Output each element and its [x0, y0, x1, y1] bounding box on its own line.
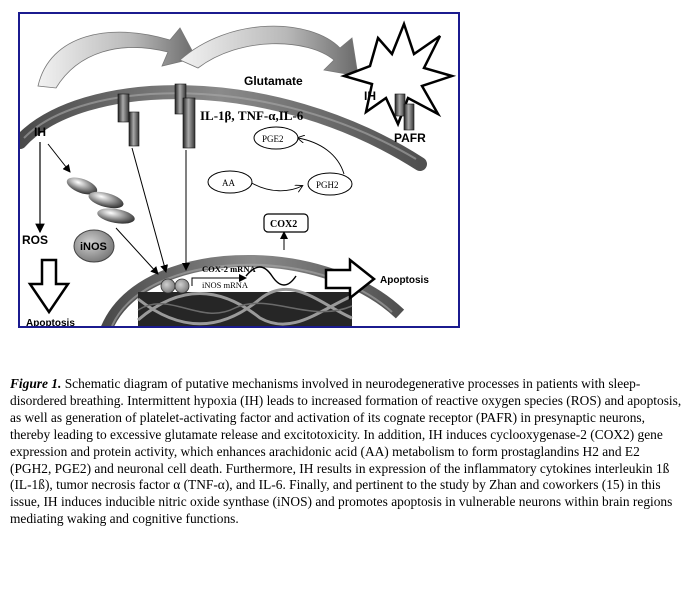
inos-mrna-label: iNOS mRNA [202, 280, 249, 290]
cox2-mrna-label: COX-2 mRNA [202, 264, 256, 274]
starburst-icon [340, 20, 457, 128]
pge2-label: PGE2 [262, 134, 284, 144]
glutamate-label: Glutamate [244, 74, 303, 88]
oval-1 [66, 177, 98, 195]
caption-text: Schematic diagram of putative mechanisms… [10, 376, 682, 527]
ih-oval-arrow [47, 143, 71, 173]
pafr-receptor-icon [394, 93, 415, 131]
oval-3 [97, 208, 135, 224]
pgh2-to-pge2-arrow [298, 138, 345, 175]
mechanism-diagram: Glutamate IH IH IL-1β, TNF-α,IL-6 PAFR P… [20, 20, 457, 328]
figure-frame: Glutamate IH IH IL-1β, TNF-α,IL-6 PAFR P… [18, 12, 460, 328]
glutamate-receptor-icon [117, 93, 140, 147]
curved-arrow-right-icon [179, 25, 359, 77]
aa-label: AA [222, 178, 235, 188]
aa-to-pgh2-arrow [249, 181, 302, 191]
ros-label: ROS [22, 233, 48, 247]
cox2-box [263, 213, 309, 233]
aa-oval [207, 170, 253, 194]
tf-ball-1 [160, 278, 176, 294]
cox2-label: COX2 [270, 219, 297, 230]
pgh2-label: PGH2 [316, 180, 339, 190]
curved-arrow-left-icon [37, 27, 197, 89]
dna-helix [137, 287, 353, 326]
mrna-wave [245, 266, 297, 286]
caption-label: Figure 1. [10, 376, 62, 391]
apoptosis-right-arrow [324, 257, 377, 301]
cytokine-receptor-icon [174, 83, 196, 149]
ovals-to-nucleus-arrow [115, 227, 159, 275]
tf-ball-2 [174, 278, 190, 294]
inos-mrna-arrow [191, 274, 247, 286]
inos-circle [73, 229, 115, 263]
apoptosis-right-label: Apoptosis [380, 275, 429, 286]
apoptosis-left-label: Apoptosis [26, 318, 75, 328]
inos-label: iNOS [80, 241, 107, 253]
cytokines-label: IL-1β, TNF-α,IL-6 [200, 108, 304, 123]
pge2-oval [253, 126, 299, 150]
apoptosis-down-arrow [27, 258, 71, 315]
oval-2 [88, 191, 124, 209]
figure-caption: Figure 1. Schematic diagram of putative … [10, 376, 682, 528]
pgh2-oval [307, 172, 353, 196]
ih-top-label: IH [364, 89, 376, 103]
ih-left-label: IH [34, 125, 46, 139]
pafr-label: PAFR [394, 131, 426, 145]
receptor-to-nucleus-arrow [131, 147, 169, 273]
presynaptic-membrane [20, 85, 427, 171]
